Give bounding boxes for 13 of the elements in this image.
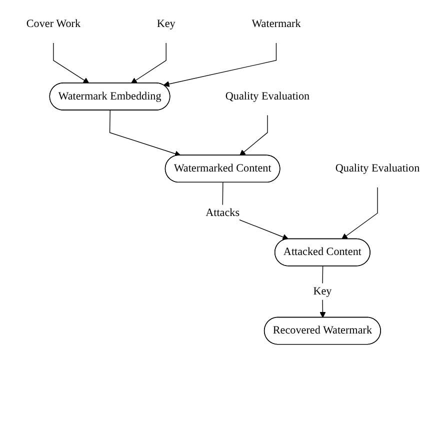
node-text: Cover Work (26, 18, 80, 30)
arrow (53, 42, 90, 84)
arrow (130, 42, 166, 84)
arrow (109, 110, 181, 157)
arrow (163, 42, 277, 88)
node-text: Quality Evaluation (225, 90, 310, 102)
node-text: Quality Evaluation (335, 162, 420, 174)
arrow (239, 114, 268, 156)
node-text: Key (156, 18, 176, 30)
arrow (342, 187, 378, 240)
node-text: Watermark (252, 18, 301, 30)
edge-label: Key (313, 285, 332, 298)
edge-label: Attacks (206, 206, 240, 219)
